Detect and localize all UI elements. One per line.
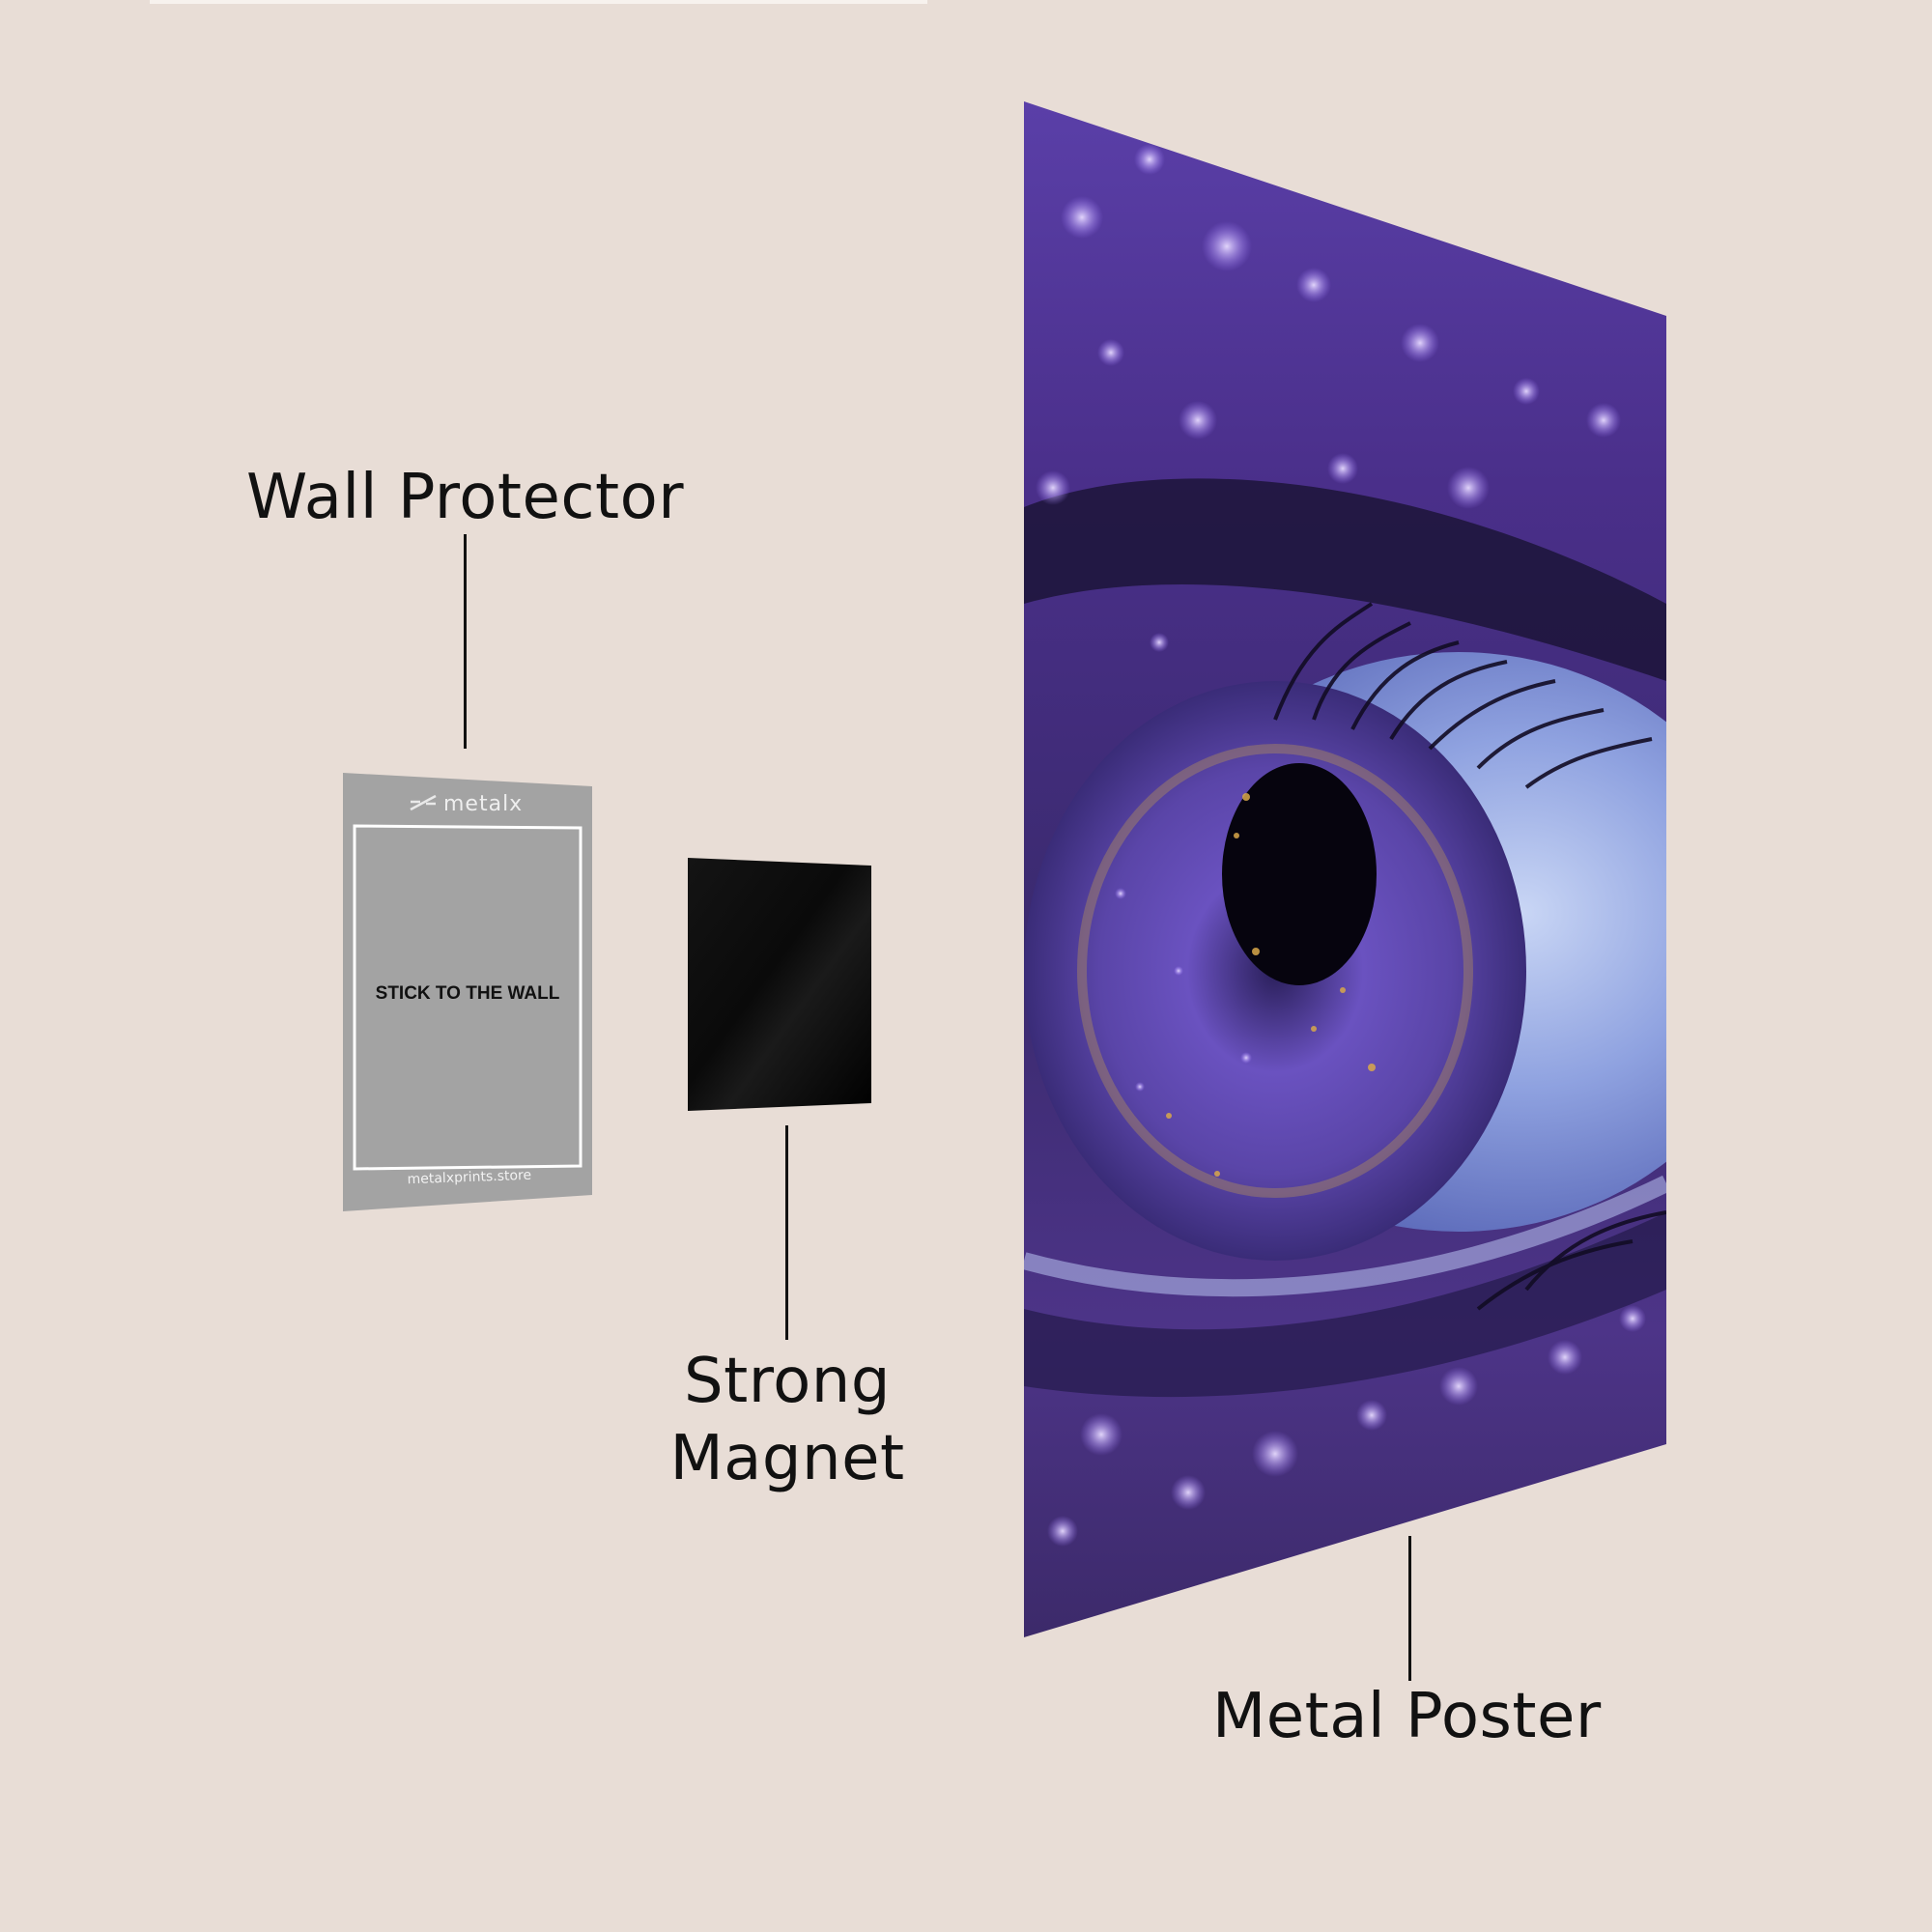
magnet-surface [688,858,871,1111]
eyelashes [1273,602,1666,1311]
top-edge-strip [150,0,927,4]
protector-brand-text: metalx [443,792,523,816]
iris-gold-flecks [1166,793,1376,1177]
metalx-logo-icon [410,794,437,811]
protector-center-text: STICK TO THE WALL [376,983,560,1004]
strong-magnet-plate [688,858,871,1111]
poster-image-content [1024,101,1666,1637]
wall-protector-label: Wall Protector [246,462,685,533]
metal-poster-label: Metal Poster [1212,1681,1602,1752]
protector-website-text: metalxprints.store [407,1168,531,1187]
strong-magnet-label: Strong Magnet [633,1343,942,1497]
wall-protector-leader-line [464,534,467,749]
strong-magnet-leader-line [785,1125,788,1340]
metal-poster-artwork [1024,101,1666,1637]
eye-pupil [1222,763,1377,985]
strong-magnet-label-line1: Strong [684,1346,891,1417]
strong-magnet-label-line2: Magnet [669,1423,905,1494]
metal-poster-leader-line [1408,1536,1411,1681]
glitter-droplets [1036,144,1646,1547]
wall-protector-frame [353,824,582,1171]
wall-protector-plate: metalx STICK TO THE WALL metalxprints.st… [343,773,592,1211]
wall-protector-surface [343,773,592,1211]
